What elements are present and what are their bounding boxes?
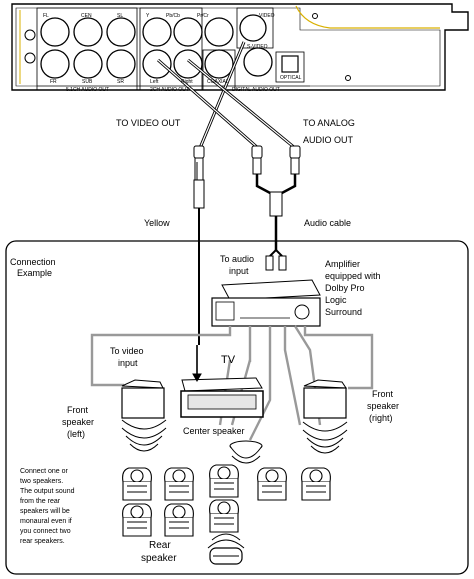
audio-cable-body [265, 191, 287, 271]
label-yellow: Yellow [144, 218, 170, 228]
label-pr: Pr/Cr [197, 13, 209, 19]
label-to-video-input-1: To video [110, 346, 144, 356]
label-video: VIDEO [259, 13, 275, 19]
label-sr: SR [117, 79, 124, 85]
label-tv: TV [221, 354, 236, 366]
label-amplifier-0: Amplifier [325, 259, 361, 269]
label-sub: SUB [82, 79, 93, 85]
label-connection-2: Example [17, 268, 53, 278]
cables [157, 41, 296, 150]
label-y: Y [146, 13, 150, 19]
label-note-0: Connect one or [20, 468, 68, 475]
label-to-analog-1: TO ANALOG [303, 118, 355, 128]
label-rear-speaker-2: speaker [141, 553, 177, 564]
label-front-right-2: (right) [369, 413, 393, 423]
rear-speaker [207, 533, 245, 565]
player-back-panel [11, 3, 469, 91]
label-note-1: two speakers. [20, 478, 64, 485]
plug-audio-right [279, 145, 301, 196]
label-to-audio-input-1: To audio [220, 254, 255, 264]
label-coaxial: COAXIAL [207, 79, 229, 85]
label-amplifier-3: Logic [325, 295, 347, 305]
label-right: Right [181, 79, 193, 85]
label-note-6: you connect two [20, 528, 71, 535]
label-center-speaker: Center speaker [183, 426, 245, 436]
label-note-7: rear speakers. [20, 538, 65, 545]
label-front-left-1: speaker [62, 417, 95, 427]
plug-audio-left [251, 145, 273, 196]
label-front-right-0: Front [372, 389, 394, 399]
example-frame [5, 240, 469, 575]
label-sl: SL [117, 13, 124, 19]
label-front-left-0: Front [67, 405, 89, 415]
label-front-right-1: speaker [367, 401, 400, 411]
label-amplifier-4: Surround [325, 307, 363, 317]
listeners [122, 464, 331, 537]
label-note-2: The output sound [20, 488, 75, 495]
front-right-speaker [302, 379, 348, 454]
label-group-digital: DIGITAL AUDIO OUT [232, 87, 280, 93]
label-pb: Pb/Cb [166, 13, 180, 19]
label-amplifier-2: Dolby Pro [325, 283, 365, 293]
label-note-3: from the rear [20, 498, 61, 505]
label-svideo: S-VIDEO [247, 44, 268, 50]
label-audio-cable: Audio cable [304, 218, 352, 228]
label-to-audio-input-2: input [229, 266, 249, 276]
label-note-4: speakers will be [20, 508, 70, 515]
label-amplifier-1: equipped with [325, 271, 381, 281]
label-optical: OPTICAL [280, 75, 302, 81]
plug-video [193, 145, 205, 345]
label-rear-speaker-1: Rear [149, 540, 171, 551]
label-to-video-out: TO VIDEO OUT [116, 118, 181, 128]
label-left: Left [150, 79, 159, 85]
label-to-video-input-2: input [118, 358, 138, 368]
label-group-51: 5.1CH AUDIO OUT [66, 87, 110, 93]
front-left-speaker [121, 379, 167, 452]
label-fr: FR [50, 79, 57, 85]
label-fl: FL [43, 13, 49, 19]
label-to-analog-2: AUDIO OUT [303, 135, 354, 145]
label-note-5: monaural even if [20, 518, 72, 525]
label-connection-1: Connection [10, 257, 56, 267]
amplifier [211, 279, 321, 327]
label-front-left-2: (left) [67, 429, 85, 439]
label-cen: CEN [81, 13, 92, 19]
tv [180, 345, 264, 418]
center-speaker [229, 440, 263, 464]
label-group-2ch: 2CH AUDIO OUT [150, 87, 189, 93]
